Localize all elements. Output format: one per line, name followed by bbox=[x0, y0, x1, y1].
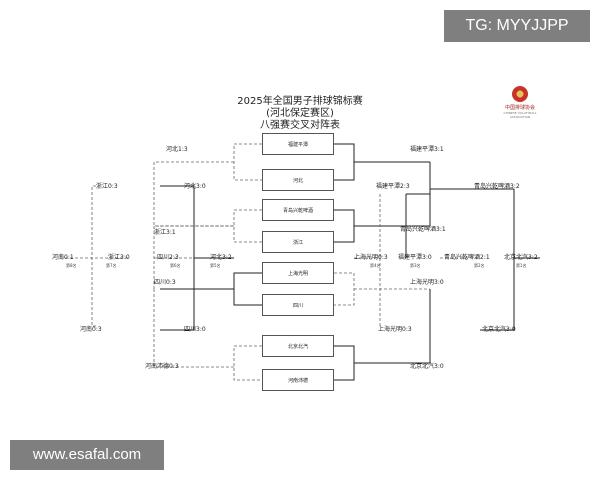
result-label: 四川3:0 bbox=[184, 326, 206, 333]
title-line-3: 八强赛交叉对阵表 bbox=[260, 120, 340, 131]
left-bracket bbox=[60, 161, 234, 368]
rank-label: 第6名 bbox=[170, 263, 181, 268]
result-label: 青岛兴乾啤酒2:1 bbox=[444, 254, 490, 261]
team-box-5: 上海光明 bbox=[262, 262, 334, 284]
rank-label: 第2名 bbox=[474, 263, 485, 268]
result-label: 四川0:3 bbox=[154, 279, 176, 286]
logo-subtext: CHINESE VOLLEYBALL ASSOCIATION bbox=[503, 111, 537, 119]
result-label: 福建平潭3:0 bbox=[398, 254, 432, 261]
result-label: 青岛兴乾啤酒3:1 bbox=[400, 226, 446, 233]
rank-label: 第5名 bbox=[210, 263, 221, 268]
result-label: 河北1:3 bbox=[166, 146, 188, 153]
result-label: 河南0:3 bbox=[80, 326, 102, 333]
result-label: 河南0:1 bbox=[52, 254, 74, 261]
result-label: 福建平潭3:1 bbox=[410, 146, 444, 153]
rank-label: 第7名 bbox=[106, 263, 117, 268]
association-logo: 中国排球协会 CHINESE VOLLEYBALL ASSOCIATION bbox=[498, 86, 542, 122]
team-box-8: 河南沛德 bbox=[262, 369, 334, 391]
qf2-connector bbox=[233, 209, 430, 243]
title-line-1: 2025年全国男子排球锦标赛 bbox=[237, 96, 363, 107]
result-label: 上海光明0:3 bbox=[354, 254, 388, 261]
result-label: 河北3:0 bbox=[184, 183, 206, 190]
result-label: 浙江3:1 bbox=[154, 229, 176, 236]
volleyball-icon bbox=[512, 86, 528, 102]
team-box-2: 河北 bbox=[262, 169, 334, 191]
qf4-connector bbox=[233, 345, 430, 381]
rank-label: 第1名 bbox=[516, 263, 527, 268]
team-box-7: 北京北汽 bbox=[262, 335, 334, 357]
rank-label: 第8名 bbox=[66, 263, 77, 268]
result-label: 青岛兴乾啤酒3:2 bbox=[474, 183, 520, 190]
title-line-2: (河北保定赛区) bbox=[266, 108, 334, 119]
team-box-3: 青岛兴乾啤酒 bbox=[262, 199, 334, 221]
result-label: 四川2:3 bbox=[157, 254, 179, 261]
result-label: 河南沛德0:3 bbox=[145, 363, 179, 370]
team-box-6: 四川 bbox=[262, 294, 334, 316]
logo-text: 中国排球协会 bbox=[504, 105, 535, 111]
result-label: 浙江0:3 bbox=[96, 183, 118, 190]
result-label: 北京北汽3:2 bbox=[504, 254, 538, 261]
result-label: 浙江3:0 bbox=[108, 254, 130, 261]
rank-label: 第3名 bbox=[410, 263, 421, 268]
result-label: 上海光明0:3 bbox=[378, 326, 412, 333]
result-label: 福建平潭2:3 bbox=[376, 183, 410, 190]
team-box-1: 福建平潭 bbox=[262, 133, 334, 155]
result-label: 北京北汽3:0 bbox=[482, 326, 516, 333]
right-bracket bbox=[354, 162, 540, 363]
watermark-top: TG: MYYJJPP bbox=[444, 10, 590, 42]
rank-label: 第4名 bbox=[370, 263, 381, 268]
result-label: 北京北汽3:0 bbox=[410, 363, 444, 370]
team-box-4: 浙江 bbox=[262, 231, 334, 253]
result-label: 上海光明3:0 bbox=[410, 279, 444, 286]
watermark-bottom: www.esafal.com bbox=[10, 440, 164, 470]
result-label: 河北3:2 bbox=[210, 254, 232, 261]
